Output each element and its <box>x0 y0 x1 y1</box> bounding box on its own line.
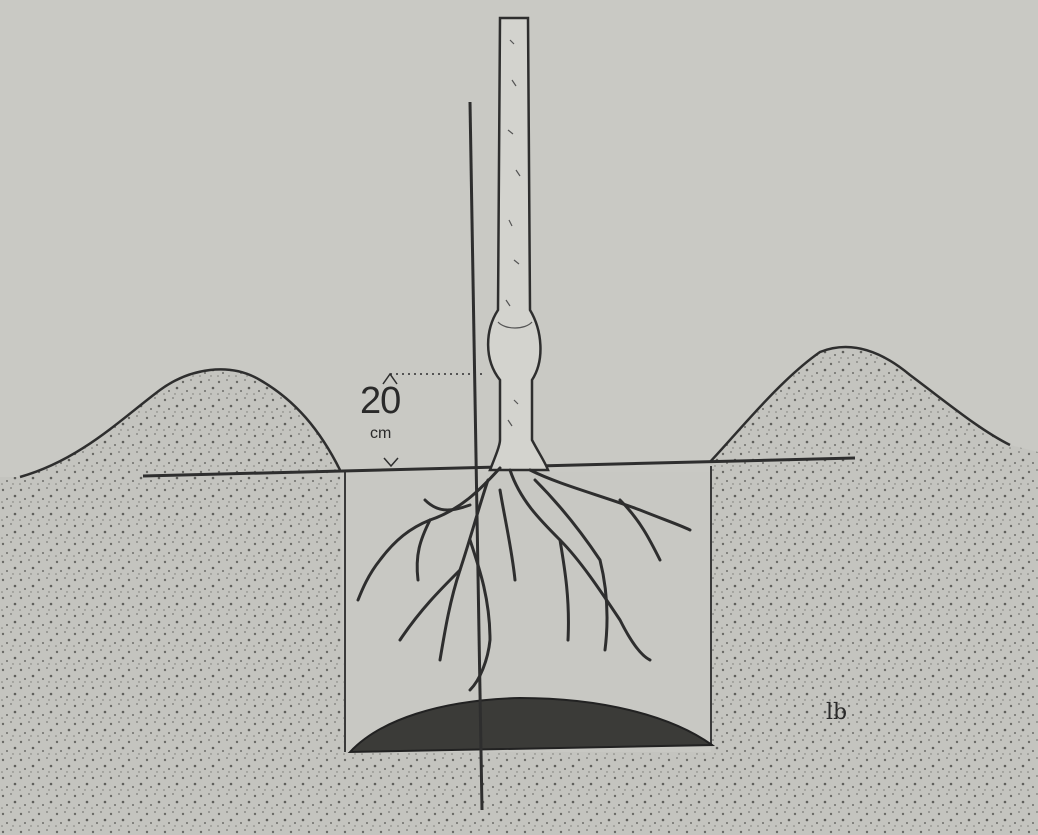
artist-signature: lb <box>826 702 847 724</box>
depth-value: 20 <box>360 382 400 420</box>
tree-trunk <box>488 18 548 470</box>
depth-unit: cm <box>370 426 391 442</box>
